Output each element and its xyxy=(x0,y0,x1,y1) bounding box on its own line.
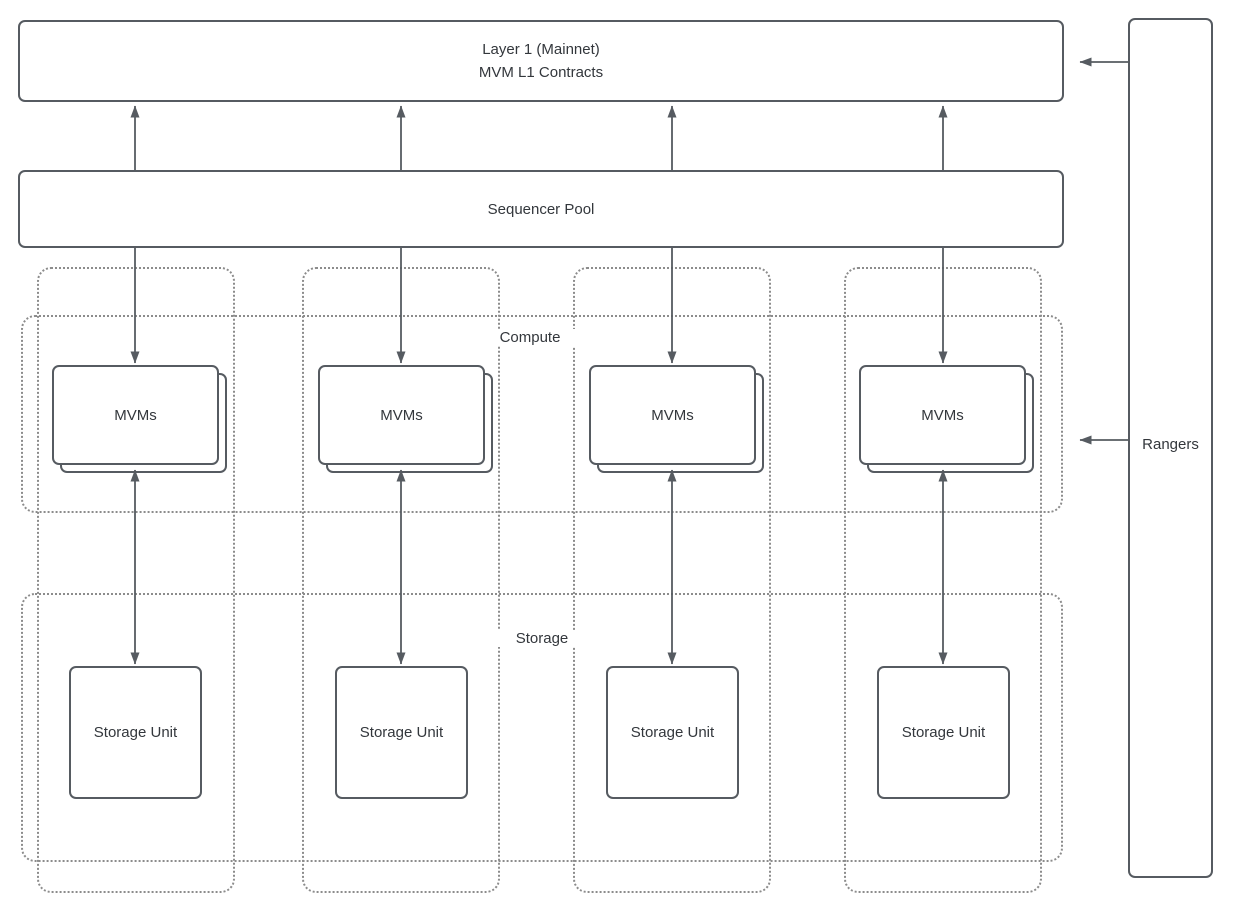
storage-unit-label: Storage Unit xyxy=(630,724,715,741)
compute-band xyxy=(21,315,1063,513)
node-storage-unit-2: Storage Unit xyxy=(335,666,468,799)
mvms-label: MVMs xyxy=(380,406,423,424)
mvms-label: MVMs xyxy=(651,406,694,424)
node-mvms-1: MVMs xyxy=(52,365,219,465)
rangers-label: Rangers xyxy=(1142,436,1199,453)
storage-band xyxy=(21,593,1063,862)
mvms-label: MVMs xyxy=(114,406,157,424)
storage-band-label: Storage xyxy=(487,630,597,647)
node-group-column-1 xyxy=(37,267,235,893)
node-mvms-4: MVMs xyxy=(859,365,1026,465)
node-layer1: Layer 1 (Mainnet) MVM L1 Contracts xyxy=(18,20,1064,102)
storage-unit-label: Storage Unit xyxy=(93,724,178,741)
node-storage-unit-1: Storage Unit xyxy=(69,666,202,799)
node-mvms-2: MVMs xyxy=(318,365,485,465)
storage-unit-label: Storage Unit xyxy=(901,724,986,741)
storage-unit-label: Storage Unit xyxy=(359,724,444,741)
node-storage-unit-3: Storage Unit xyxy=(606,666,739,799)
layer1-title-line2: MVM L1 Contracts xyxy=(478,64,604,81)
node-rangers: Rangers xyxy=(1128,18,1213,878)
node-storage-unit-4: Storage Unit xyxy=(877,666,1010,799)
node-mvms-3: MVMs xyxy=(589,365,756,465)
mvms-label: MVMs xyxy=(921,406,964,424)
sequencer-pool-label: Sequencer Pool xyxy=(487,200,595,218)
compute-band-label: Compute xyxy=(475,329,585,346)
layer1-title-line1: Layer 1 (Mainnet) xyxy=(482,41,600,58)
node-sequencer-pool: Sequencer Pool xyxy=(18,170,1064,248)
